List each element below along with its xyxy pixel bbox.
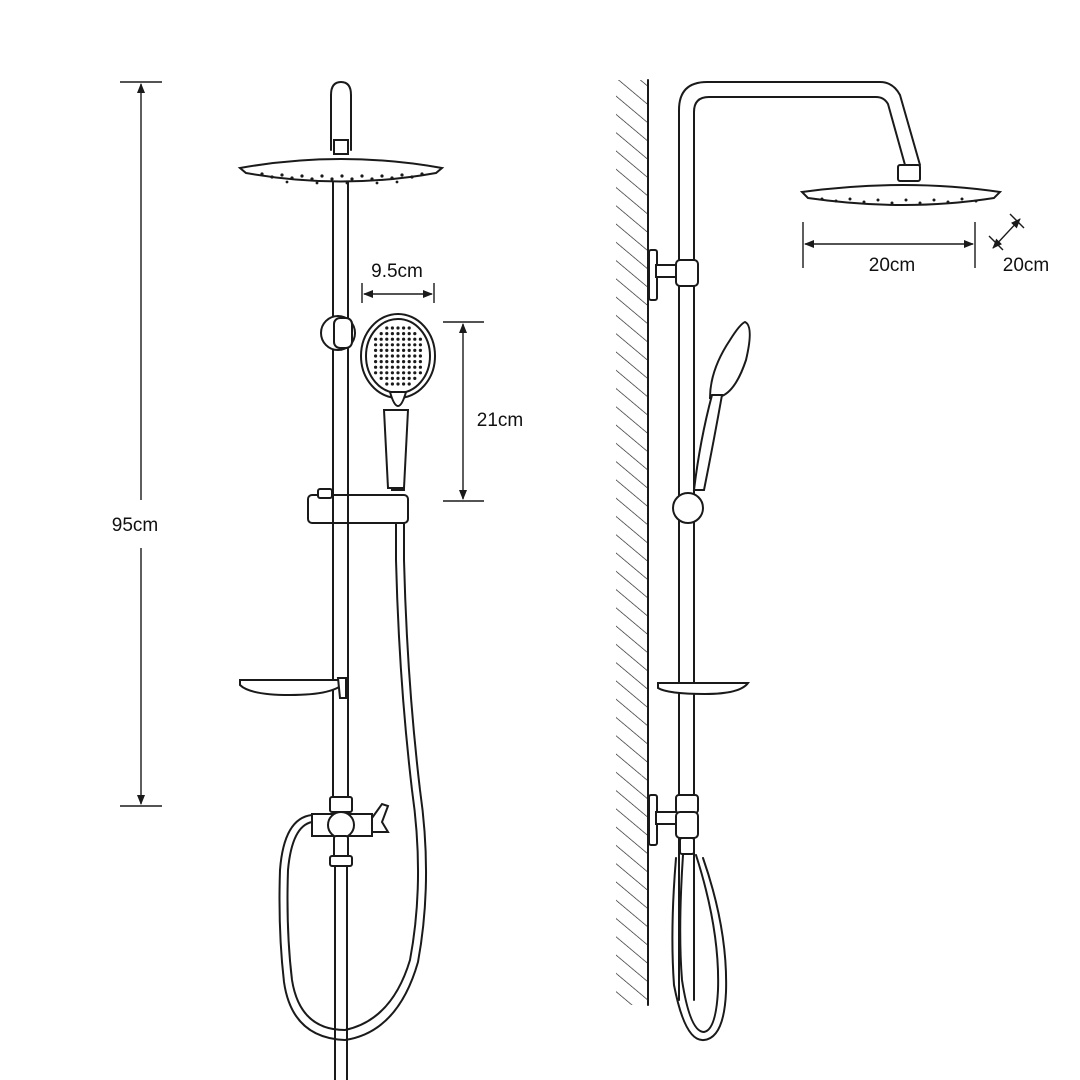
lower-pipe xyxy=(334,865,348,1080)
hand-shower-side xyxy=(672,320,751,524)
rainshower-depth-label: 20cm xyxy=(1003,255,1049,276)
upper-wall-bracket xyxy=(648,249,699,301)
side-riser-pipe xyxy=(678,81,921,1001)
rain-shower-head-front xyxy=(237,158,445,185)
slider-bracket xyxy=(307,488,409,524)
wall-section xyxy=(616,79,649,1006)
rainshower-width-dimension: 20cm xyxy=(802,222,976,276)
side-view: 20cm 20cm xyxy=(616,79,1049,1042)
soap-dish-side xyxy=(657,682,750,696)
rain-shower-nozzles xyxy=(260,172,424,185)
shower-hose-front xyxy=(278,523,427,1041)
rain-shower-head-side xyxy=(799,164,1003,206)
handshower-length-label: 21cm xyxy=(477,410,523,431)
hand-shower-front xyxy=(360,313,436,491)
soap-dish-front xyxy=(239,677,347,699)
rainshower-width-label: 20cm xyxy=(869,255,915,276)
handshower-nozzles xyxy=(374,326,422,386)
handshower-width-dimension: 9.5cm xyxy=(361,261,435,303)
handshower-length-dimension: 21cm xyxy=(443,321,523,502)
diverter-valve-front xyxy=(311,796,390,867)
total-height-dimension: 95cm xyxy=(112,81,162,807)
handshower-wall-holder xyxy=(320,315,356,351)
rainshower-depth-dimension: 20cm xyxy=(988,213,1049,276)
total-height-label: 95cm xyxy=(112,515,158,536)
handshower-width-label: 9.5cm xyxy=(371,261,423,282)
front-view: 95cm xyxy=(112,81,523,1080)
shower-hose-side xyxy=(671,854,728,1042)
lower-wall-bracket xyxy=(648,794,699,855)
